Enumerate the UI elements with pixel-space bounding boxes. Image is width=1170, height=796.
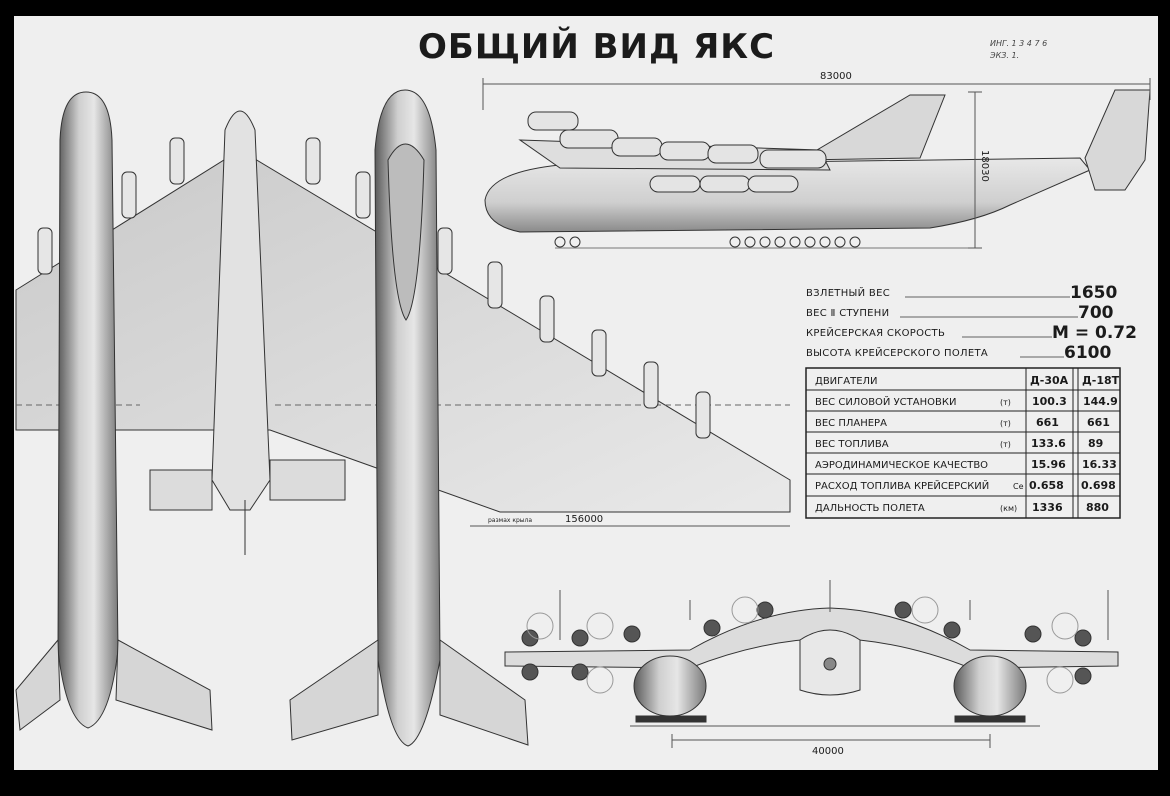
row-unit: Се	[1013, 482, 1024, 491]
spec-list: ВЗЛЕТНЫЙ ВЕС 1650 ВЕС Ⅱ СТУПЕНИ 700 КРЕЙ…	[806, 283, 1137, 363]
spec-value: 6100	[1064, 343, 1111, 363]
row-label: ДАЛЬНОСТЬ ПОЛЕТА	[815, 503, 925, 514]
track-dimension: 40000	[812, 746, 844, 757]
spec-value: 700	[1078, 303, 1114, 323]
row-label: ВЕС ПЛАНЕРА	[815, 418, 887, 429]
table-row: ДАЛЬНОСТЬ ПОЛЕТА (км) 1336 880	[815, 501, 1109, 514]
spec-label: ВЫСОТА КРЕЙСЕРСКОГО ПОЛЕТА	[806, 346, 988, 359]
spec-label: КРЕЙСЕРСКАЯ СКОРОСТЬ	[806, 326, 945, 339]
row-unit: (т)	[1000, 440, 1011, 449]
row-label: ВЕС ТОПЛИВА	[815, 439, 889, 450]
plan-view-drawing	[15, 89, 791, 747]
row-unit: (км)	[1000, 504, 1017, 513]
stamp-line-2: ЭКЗ. 1.	[989, 51, 1019, 60]
spec-label: ВЕС Ⅱ СТУПЕНИ	[806, 308, 889, 319]
table-row: ВЕС СИЛОВОЙ УСТАНОВКИ (т) 100.3 144.9	[815, 395, 1118, 408]
page-title: ОБЩИЙ ВИД ЯКС	[418, 26, 775, 67]
row-value-d18t: 144.9	[1083, 395, 1118, 408]
row-value-d30a: 0.658	[1029, 479, 1064, 492]
spec-value: 1650	[1070, 283, 1117, 303]
row-value-d30a: 133.6	[1031, 437, 1066, 450]
row-value-d30a: 100.3	[1032, 395, 1067, 408]
table-header: Д-18Т	[1082, 374, 1120, 387]
spec-value: M = 0.72	[1052, 323, 1137, 343]
table-row: РАСХОД ТОПЛИВА КРЕЙСЕРСКИЙ Се 0.658 0.69…	[815, 479, 1116, 492]
stamp-line-1: ИНГ. 1 3 4 7 6	[990, 39, 1047, 48]
row-unit: (т)	[1000, 398, 1011, 407]
row-label: ВЕС СИЛОВОЙ УСТАНОВКИ	[815, 395, 956, 408]
span-dimension: 156000	[565, 514, 603, 525]
row-label: АЭРОДИНАМИЧЕСКОЕ КАЧЕСТВО	[815, 460, 988, 471]
front-view-drawing	[504, 580, 1119, 748]
side-view-drawing	[482, 78, 1151, 249]
row-value-d18t: 880	[1086, 501, 1109, 514]
row-value-d30a: 15.96	[1031, 458, 1066, 471]
row-value-d30a: 661	[1036, 416, 1059, 429]
table-header: ДВИГАТЕЛИ	[815, 376, 878, 387]
row-label: РАСХОД ТОПЛИВА КРЕЙСЕРСКИЙ	[815, 479, 989, 492]
span-label: размах крыла	[488, 517, 532, 524]
length-dimension: 83000	[820, 71, 852, 82]
table-header: Д-30А	[1030, 374, 1069, 387]
height-dimension: 18030	[979, 150, 990, 182]
row-value-d18t: 16.33	[1082, 458, 1117, 471]
table-row: ВЕС ПЛАНЕРА (т) 661 661	[815, 416, 1110, 429]
row-value-d18t: 89	[1088, 437, 1103, 450]
spec-label: ВЗЛЕТНЫЙ ВЕС	[806, 286, 890, 299]
table-row: АЭРОДИНАМИЧЕСКОЕ КАЧЕСТВО 15.96 16.33	[815, 458, 1117, 471]
row-value-d18t: 661	[1087, 416, 1110, 429]
row-value-d30a: 1336	[1032, 501, 1063, 514]
row-unit: (т)	[1000, 419, 1011, 428]
engine-table: ДВИГАТЕЛИ Д-30А Д-18Т ВЕС СИЛОВОЙ УСТАНО…	[805, 367, 1121, 519]
table-row: ВЕС ТОПЛИВА (т) 133.6 89	[815, 437, 1103, 450]
row-value-d18t: 0.698	[1081, 479, 1116, 492]
